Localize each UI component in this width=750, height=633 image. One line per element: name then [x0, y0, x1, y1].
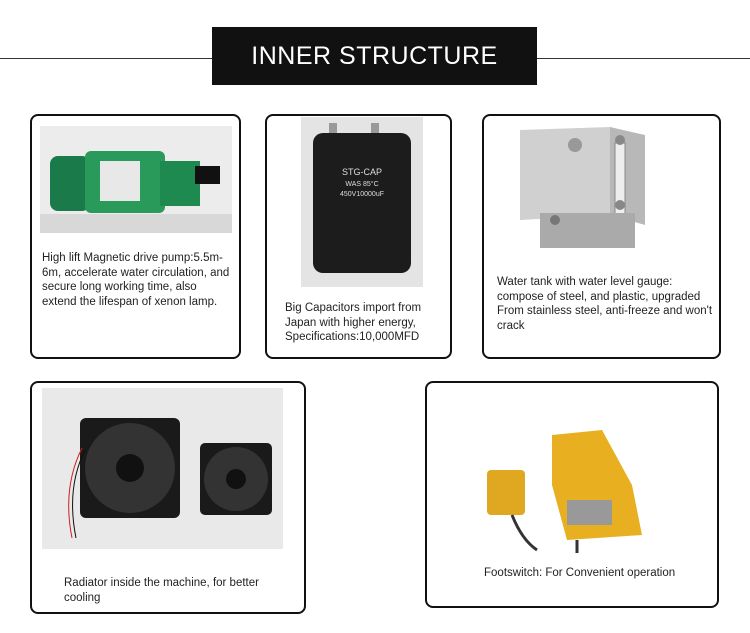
pump-caption: High lift Magnetic drive pump:5.5m-6m, a… — [42, 252, 230, 308]
footswitch-card: Footswitch: For Convenient operation — [425, 381, 719, 608]
capacitor-image: STG-CAP WAS 85°C 450V10000uF — [301, 117, 423, 287]
capacitor-label-2: WAS 85°C — [345, 180, 378, 188]
radiator-caption: Radiator inside the machine, for better … — [64, 577, 259, 604]
pump-card: High lift Magnetic drive pump:5.5m-6m, a… — [30, 114, 241, 359]
capacitor-caption: Big Capacitors import from Japan with hi… — [285, 302, 422, 343]
capacitor-label-1: STG-CAP — [342, 167, 382, 177]
footswitch-caption: Footswitch: For Convenient operation — [484, 567, 676, 579]
radiator-card: Radiator inside the machine, for better … — [30, 381, 306, 614]
capacitor-label-3: 450V10000uF — [340, 191, 384, 198]
capacitor-card: STG-CAP WAS 85°C 450V10000uF Big Capacit… — [265, 114, 452, 359]
water-tank-card: Water tank with water level gauge: compo… — [482, 114, 721, 359]
pump-image — [40, 126, 232, 233]
footswitch-image — [482, 425, 662, 553]
section-title: INNER STRUCTURE — [212, 27, 537, 85]
water-tank-image — [515, 125, 655, 253]
radiator-image — [42, 388, 283, 549]
water-tank-caption: Water tank with water level gauge: compo… — [497, 276, 713, 332]
